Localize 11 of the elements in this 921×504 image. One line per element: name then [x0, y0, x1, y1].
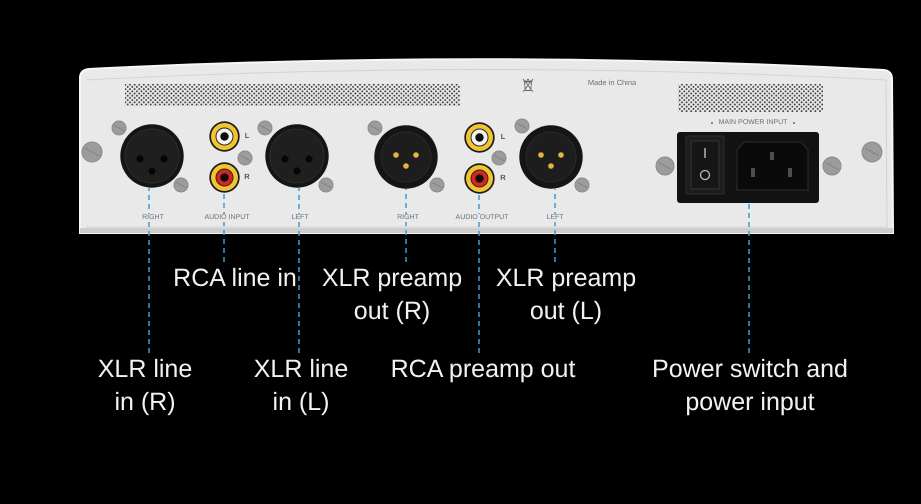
callout-label: XLR preamp out (R): [314, 262, 470, 328]
leader-line: [478, 194, 480, 353]
callout-label: RCA line in: [173, 262, 297, 295]
callout-label: Power switch and power input: [645, 353, 855, 419]
callout-label: XLR line in (L): [248, 353, 354, 419]
leader-line: [148, 188, 150, 353]
callout-label: XLR preamp out (L): [488, 262, 644, 328]
callout-label: XLR line in (R): [92, 353, 198, 419]
leader-line: [298, 188, 300, 353]
callout-label: RCA preamp out: [390, 353, 576, 386]
leader-line: [748, 203, 750, 353]
